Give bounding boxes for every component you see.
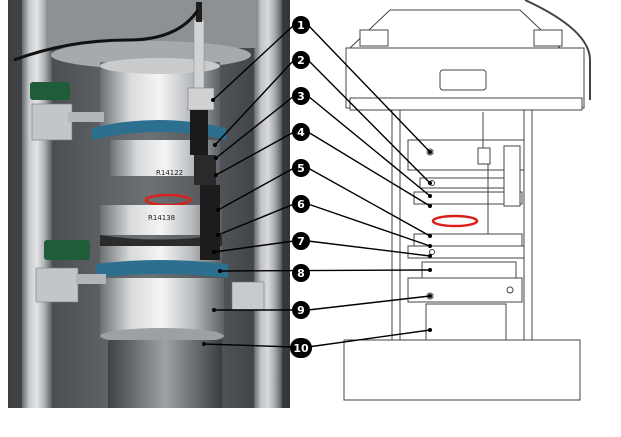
schematic-cable bbox=[524, 0, 591, 100]
schematic-upper-platen bbox=[413, 191, 523, 205]
schematic-lower-block bbox=[407, 277, 523, 303]
leader-10-left bbox=[203, 343, 295, 348]
stage-label-lower: R14138 bbox=[148, 214, 175, 222]
schematic-base bbox=[343, 339, 581, 401]
leader-5-left bbox=[217, 167, 295, 211]
valve-upper bbox=[30, 82, 70, 100]
leader-1-right bbox=[307, 24, 431, 153]
callout-marker-5: 5 bbox=[292, 159, 310, 177]
leader-3-left bbox=[215, 95, 295, 159]
schematic-bolt-right bbox=[533, 29, 563, 47]
callout-marker-7: 7 bbox=[292, 232, 310, 250]
apparatus-photo: R14122 R14138 bbox=[8, 0, 290, 408]
left-column bbox=[22, 0, 52, 408]
callout-marker-10: 10 bbox=[290, 338, 312, 358]
fitting-right bbox=[231, 281, 265, 311]
right-column bbox=[254, 0, 282, 408]
apparatus-schematic bbox=[290, 0, 621, 433]
tape-band-lower bbox=[96, 260, 228, 278]
leader-6-right bbox=[307, 203, 431, 247]
callout-marker-3: 3 bbox=[292, 87, 310, 105]
callout-marker-6: 6 bbox=[292, 195, 310, 213]
leader-3-right bbox=[307, 95, 431, 197]
callout-marker-9: 9 bbox=[292, 301, 310, 319]
leader-4-right bbox=[307, 131, 431, 207]
valve-lower bbox=[44, 240, 90, 260]
fitting-lower bbox=[35, 267, 79, 303]
leader-1-left bbox=[212, 24, 295, 101]
stage-label-upper: R14122 bbox=[156, 169, 183, 177]
callout-marker-2: 2 bbox=[292, 51, 310, 69]
leader-7-left bbox=[213, 240, 295, 253]
highlight-ring-schematic bbox=[431, 214, 479, 228]
schematic-drawing bbox=[343, 0, 591, 401]
callout-marker-4: 4 bbox=[292, 123, 310, 141]
leader-8 bbox=[219, 269, 431, 272]
callout-marker-8: 8 bbox=[292, 264, 310, 282]
schematic-bolt-left bbox=[359, 29, 389, 47]
base-column bbox=[108, 340, 222, 408]
bracket-upper bbox=[190, 110, 208, 155]
bracket-mid bbox=[194, 155, 216, 185]
lower-cylinder bbox=[100, 278, 224, 336]
schematic-sensor-housing bbox=[503, 145, 521, 207]
leader-4-left bbox=[215, 131, 295, 176]
schematic-head-outline bbox=[349, 9, 561, 49]
leader-9-right bbox=[307, 295, 431, 311]
leader-5-right bbox=[307, 167, 431, 237]
bracket-lower bbox=[200, 185, 220, 260]
callout-marker-1: 1 bbox=[292, 16, 310, 34]
apparatus-photo-drawing: R14122 R14138 bbox=[8, 0, 290, 408]
leader-2-left bbox=[214, 59, 295, 146]
schematic-head-window bbox=[439, 69, 487, 91]
leader-6-left bbox=[217, 203, 295, 236]
leader-10-right bbox=[307, 329, 431, 348]
top-platen bbox=[46, 0, 256, 48]
leader-2-right bbox=[307, 59, 431, 184]
cable bbox=[13, 9, 200, 62]
fitting-upper bbox=[31, 103, 73, 141]
leader-7-right bbox=[307, 240, 431, 257]
